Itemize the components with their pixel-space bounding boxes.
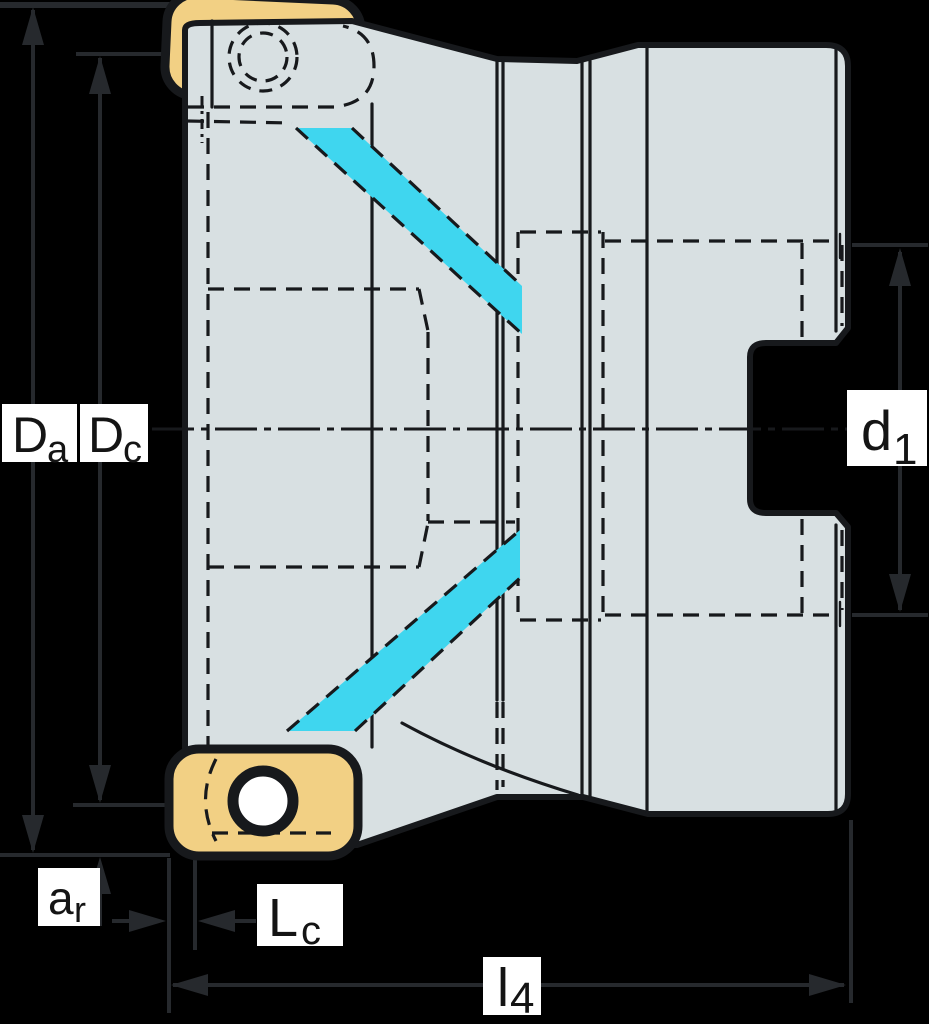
label-box (2, 404, 77, 462)
dimension-Lc (112, 858, 256, 1013)
label-Lc: L c (257, 884, 343, 953)
flute-face (296, 128, 522, 334)
label-sub: r (74, 889, 86, 930)
screw-hole-hidden-outer (227, 21, 299, 93)
label-box (38, 868, 100, 926)
chip-flute-upper (294, 126, 524, 336)
label-sub: c (123, 429, 142, 471)
label-main: D (88, 407, 124, 463)
arrow-up-icon (889, 248, 911, 286)
bottom-insert (164, 744, 363, 861)
chip-flute-lower (285, 528, 522, 733)
insert-pocket-hidden-arc (203, 758, 218, 842)
arrow-left-icon (198, 910, 235, 932)
arrow-left-icon (171, 974, 208, 996)
flute-face (287, 530, 520, 731)
label-ar: a r (38, 868, 100, 930)
flute-edge (353, 576, 522, 733)
flute-edge (350, 126, 524, 288)
screw-hole-hidden-inner (237, 31, 289, 83)
dimension-d1 (852, 243, 928, 617)
label-main: L (268, 888, 298, 948)
arrow-down-icon (889, 574, 911, 612)
insert-screw-hole (227, 765, 299, 837)
label-Da: D a (2, 404, 77, 471)
top-pocket-outline (188, 24, 376, 109)
arrow-right-icon (129, 910, 166, 932)
label-l4: l 4 (483, 957, 541, 1023)
arrow-down-icon (89, 765, 111, 803)
label-sub: 4 (510, 974, 534, 1023)
label-sub: 1 (893, 425, 917, 474)
flute-surface-curve (400, 721, 580, 797)
label-box (483, 957, 541, 1015)
label-main: D (12, 407, 48, 463)
bore-chamfer (417, 288, 430, 332)
arrow-up-icon (89, 56, 111, 94)
arrow-down-icon (22, 815, 44, 853)
label-sub: a (47, 429, 69, 471)
label-Dc: D c (80, 404, 148, 471)
bore-chamfer (417, 522, 430, 568)
label-sub: c (301, 909, 321, 953)
cutter-body (182, 18, 851, 848)
label-main: a (48, 872, 74, 924)
top-pocket-line (187, 119, 293, 125)
label-box (847, 390, 927, 466)
label-main: d (861, 399, 892, 462)
arrow-up-icon (22, 7, 44, 45)
label-box (80, 404, 148, 462)
label-main: l (497, 958, 509, 1018)
label-d1: d 1 (847, 390, 927, 474)
label-box (257, 884, 343, 946)
arrow-right-icon (809, 974, 846, 996)
